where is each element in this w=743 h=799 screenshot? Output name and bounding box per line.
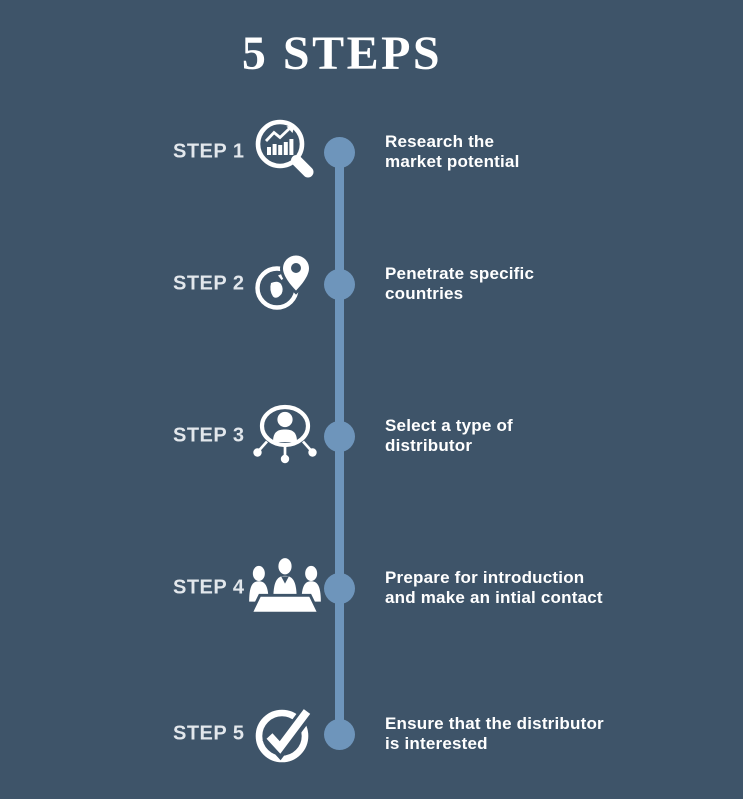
- step-3-label: STEP 3: [173, 424, 245, 447]
- step-description-line: Select a type of: [385, 415, 513, 435]
- step-description-line: market potential: [385, 152, 520, 171]
- magnifier-chart-icon: [249, 115, 321, 189]
- step-description-line: and make an intial contact: [385, 588, 603, 607]
- globe-pin-icon: [249, 247, 321, 321]
- check-circle-icon: [249, 697, 321, 771]
- step-description-line: Penetrate specific: [385, 263, 535, 283]
- timeline-dot-5: [324, 718, 355, 750]
- step-1-description: Research the market potential: [385, 132, 520, 172]
- step-5-description: Ensure that the distributor is intereste…: [385, 714, 604, 754]
- step-5-label: STEP 5: [173, 722, 245, 745]
- step-2-label: STEP 2: [173, 272, 245, 295]
- step-description-line: is interested: [385, 734, 488, 753]
- step-2-description: Penetrate specific countries: [385, 264, 534, 304]
- page-title: 5 STEPS: [241, 27, 443, 80]
- timeline-dot-3: [324, 420, 355, 452]
- timeline-dot-2: [324, 268, 355, 300]
- step-description-line: countries: [385, 284, 464, 303]
- step-4-label: STEP 4: [173, 576, 245, 599]
- step-1-label: STEP 1: [173, 140, 245, 163]
- step-description-line: Ensure that the distributor: [385, 713, 604, 733]
- person-network-icon: [249, 399, 321, 473]
- step-4-description: Prepare for introduction and make an int…: [385, 568, 603, 608]
- step-description-line: Research the: [385, 131, 495, 151]
- step-3-description: Select a type of distributor: [385, 416, 513, 456]
- step-description-line: Prepare for introduction: [385, 567, 585, 587]
- timeline-dot-1: [324, 136, 355, 168]
- meeting-icon: [243, 557, 327, 619]
- timeline-dot-4: [324, 572, 355, 604]
- step-description-line: distributor: [385, 436, 473, 455]
